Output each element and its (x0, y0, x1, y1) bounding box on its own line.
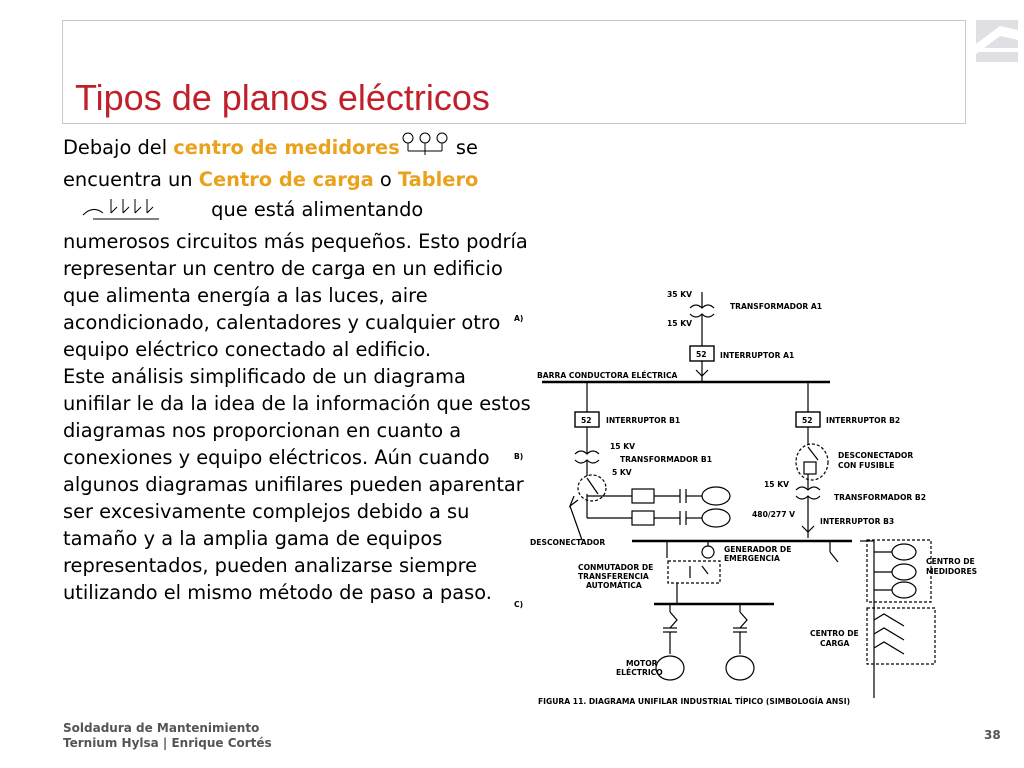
label-generador-2: EMERGENCIA (724, 554, 780, 563)
label-barra: BARRA CONDUCTORA ELÉCTRICA (537, 371, 678, 380)
label-15kv-c: 15 KV (764, 480, 789, 489)
highlight-tablero: Tablero (397, 168, 479, 191)
label-section-c: C) (514, 600, 523, 609)
label-interruptor-a1: INTERRUPTOR A1 (720, 351, 794, 360)
highlight-centro-medidores: centro de medidores (173, 136, 400, 159)
label-conmutador-2: TRANSFERENCIA (578, 572, 649, 581)
title-box: Tipos de planos eléctricos (62, 20, 966, 124)
label-generador-1: GENERADOR DE (724, 545, 791, 554)
label-15kv-a: 15 KV (667, 319, 692, 328)
label-35kv: 35 KV (667, 290, 692, 299)
page-number: 38 (984, 728, 1001, 742)
label-15kv-b: 15 KV (610, 442, 635, 451)
label-centro-medidores-1: CENTRO DE (926, 557, 975, 566)
label-centro-medidores-2: MEDIDORES (926, 567, 977, 576)
label-5kv: 5 KV (612, 468, 632, 477)
footer-course: Soldadura de Mantenimiento (63, 721, 260, 735)
meter-symbol-icon (400, 131, 450, 166)
highlight-centro-carga: Centro de carga (198, 168, 374, 191)
body-text-run: que está alimentando numerosos circuitos… (63, 198, 528, 361)
footer: Soldadura de Mantenimiento Ternium Hylsa… (63, 721, 272, 751)
label-interruptor-b3: INTERRUPTOR B3 (820, 517, 894, 526)
label-interruptor-b2: INTERRUPTOR B2 (826, 416, 900, 425)
label-52-b1: 52 (581, 416, 592, 425)
body-text-run: Debajo del (63, 136, 174, 159)
label-transformador-b1: TRANSFORMADOR B1 (620, 455, 712, 464)
label-conmutador-1: CONMUTADOR DE (578, 563, 653, 572)
footer-author: Ternium Hylsa | Enrique Cortés (63, 736, 272, 750)
label-480-277v: 480/277 V (752, 510, 795, 519)
label-desconectador: DESCONECTADOR (530, 538, 605, 547)
label-motor-1: MOTOR (626, 659, 658, 668)
diagram-caption: FIGURA 11. DIAGRAMA UNIFILAR INDUSTRIAL … (538, 697, 850, 706)
slide-title: Tipos de planos eléctricos (75, 77, 490, 118)
single-line-diagram: 35 KV TRANSFORMADOR A1 A) 15 KV 52 INTER… (514, 290, 977, 706)
label-52-b2: 52 (802, 416, 813, 425)
label-52-a1: 52 (696, 350, 707, 359)
label-interruptor-b1: INTERRUPTOR B1 (606, 416, 680, 425)
label-motor-2: ELÉCTRICO (616, 668, 663, 677)
label-transformador-a1: TRANSFORMADOR A1 (730, 302, 822, 311)
label-desconectador-fusible-2: CON FUSIBLE (838, 461, 895, 470)
logo-icon (976, 20, 1018, 62)
label-section-a: A) (514, 314, 523, 323)
label-centro-carga-2: CARGA (820, 639, 850, 648)
body-text: Debajo del centro de medidores se encuen… (63, 131, 533, 606)
body-text-run: o (373, 168, 398, 191)
label-desconectador-fusible-1: DESCONECTADOR (838, 451, 913, 460)
label-transformador-b2: TRANSFORMADOR B2 (834, 493, 926, 502)
body-text-run: se encuentra un (63, 136, 478, 191)
label-centro-carga-1: CENTRO DE (810, 629, 859, 638)
body-paragraph-2: Este análisis simplificado de un diagram… (63, 365, 531, 604)
load-center-symbol-icon (63, 193, 205, 228)
label-conmutador-3: AUTOMÁTICA (586, 581, 642, 590)
label-section-b: B) (514, 452, 523, 461)
